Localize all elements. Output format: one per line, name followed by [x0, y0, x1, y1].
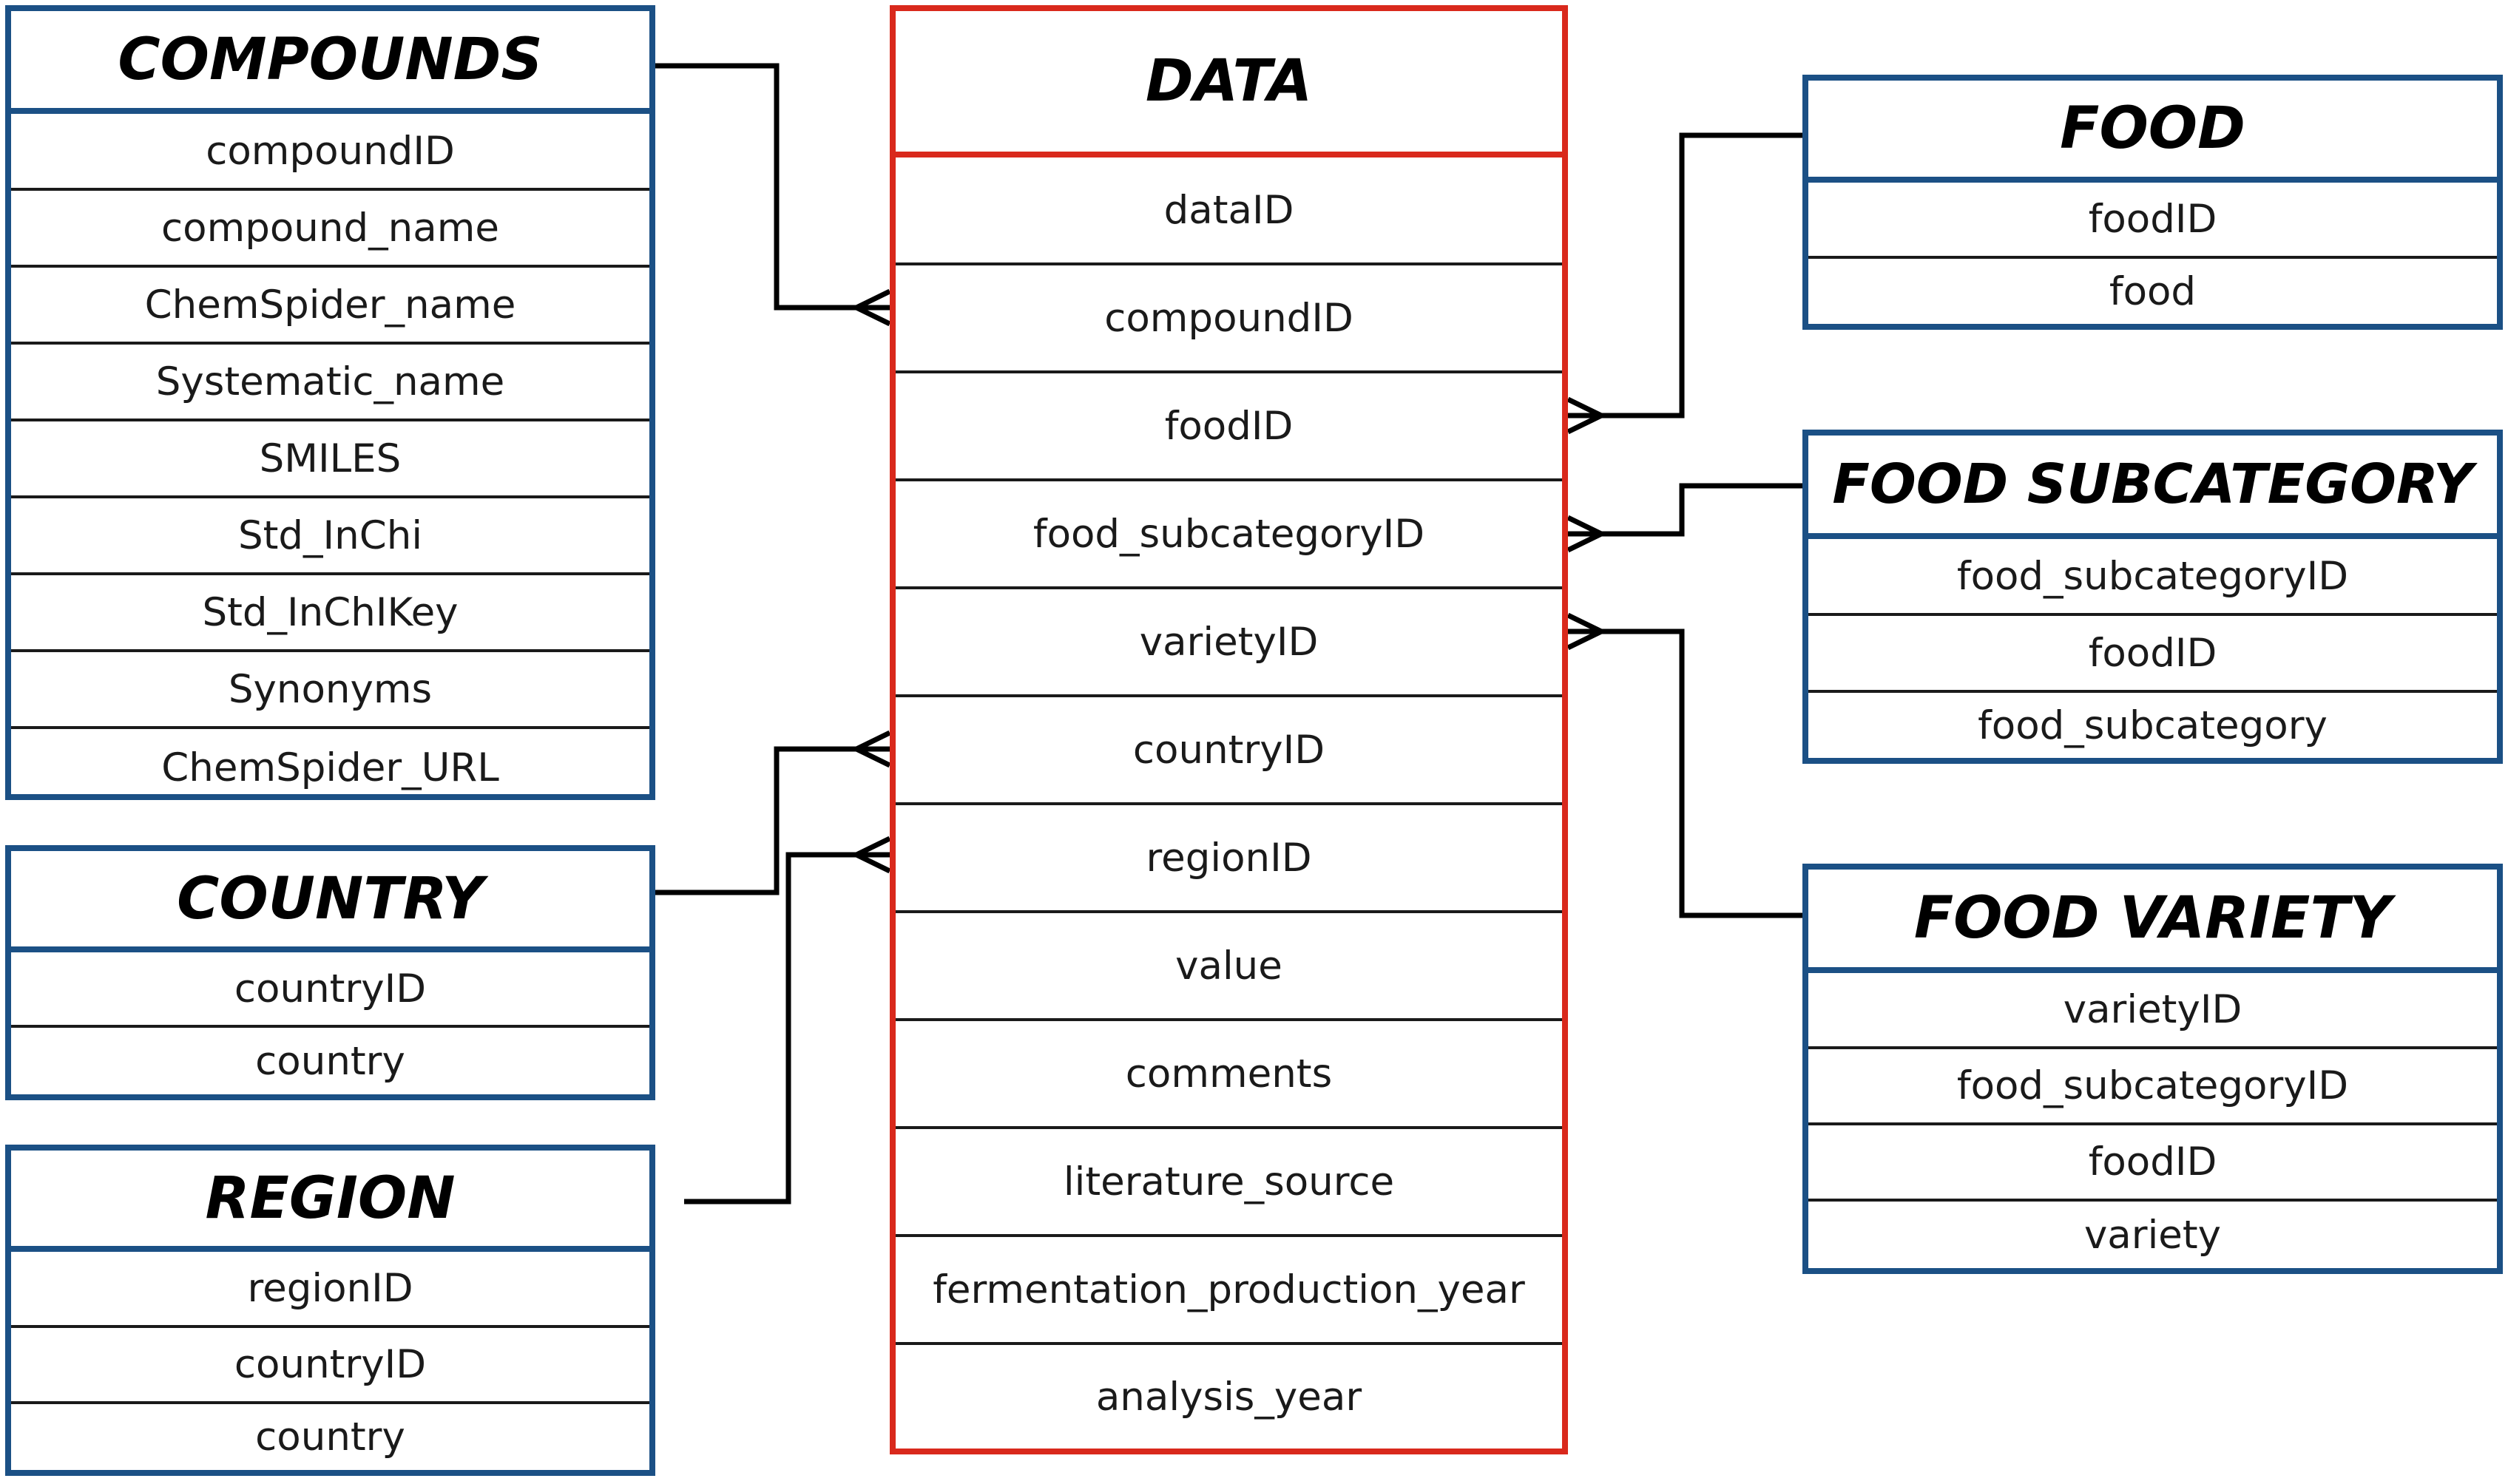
- region-field: country: [255, 1414, 405, 1460]
- data-table-fields: dataID compoundID foodID food_subcategor…: [896, 157, 1562, 1449]
- region-field: countryID: [11, 1328, 649, 1404]
- data-field: regionID: [896, 805, 1562, 913]
- food-variety-table: FOOD VARIETY varietyID food_subcategoryI…: [1802, 864, 2503, 1274]
- compounds-field: compound_name: [11, 191, 649, 268]
- compounds-table-fields: compoundID compound_name ChemSpider_name…: [11, 114, 649, 806]
- food-variety-field: varietyID: [1808, 973, 2497, 1049]
- data-field: varietyID: [896, 589, 1562, 697]
- food-table: FOOD foodID food: [1802, 75, 2503, 330]
- data-field: dataID: [896, 157, 1562, 265]
- food-subcategory-table-title: FOOD SUBCATEGORY: [1808, 436, 2497, 539]
- data-field: literature_source: [896, 1129, 1562, 1237]
- data-field: compoundID: [896, 265, 1562, 373]
- connector-country-data: [655, 730, 891, 895]
- data-field: analysis_year: [1095, 1374, 1362, 1420]
- food-table-title: FOOD: [1808, 81, 2497, 183]
- food-table-fields: foodID food: [1808, 183, 2497, 324]
- region-table: REGION regionID countryID country: [5, 1145, 655, 1476]
- compounds-table-title: COMPOUNDS: [11, 11, 649, 114]
- region-table-fields: regionID countryID country: [11, 1252, 649, 1470]
- country-table-fields: countryID country: [11, 952, 649, 1094]
- region-table-title: REGION: [11, 1151, 649, 1252]
- food-subcategory-field: foodID: [1808, 616, 2497, 693]
- compounds-table: COMPOUNDS compoundID compound_name ChemS…: [5, 5, 655, 800]
- data-field: countryID: [896, 697, 1562, 805]
- country-field: countryID: [11, 952, 649, 1028]
- country-field: country: [255, 1038, 405, 1084]
- compounds-field: Synonyms: [11, 652, 649, 729]
- compounds-field: SMILES: [11, 421, 649, 498]
- compounds-field: Std_InChIKey: [11, 575, 649, 652]
- food-subcategory-field: food_subcategory: [1978, 702, 2328, 748]
- food-variety-table-title: FOOD VARIETY: [1808, 870, 2497, 973]
- data-field: fermentation_production_year: [896, 1237, 1562, 1345]
- food-subcategory-field: food_subcategoryID: [1808, 539, 2497, 616]
- food-variety-field: foodID: [1808, 1125, 2497, 1202]
- connector-food-subcategory-data: [1566, 483, 1802, 553]
- food-variety-table-fields: varietyID food_subcategoryID foodID vari…: [1808, 973, 2497, 1268]
- food-subcategory-table: FOOD SUBCATEGORY food_subcategoryID food…: [1802, 430, 2503, 764]
- compounds-field: ChemSpider_URL: [161, 745, 499, 790]
- connector-food-data: [1566, 132, 1802, 435]
- data-field: value: [896, 913, 1562, 1021]
- compounds-field: ChemSpider_name: [11, 268, 649, 345]
- food-variety-field: food_subcategoryID: [1808, 1049, 2497, 1125]
- connector-region-data: [684, 836, 891, 1205]
- region-field: regionID: [11, 1252, 649, 1328]
- country-table: COUNTRY countryID country: [5, 845, 655, 1100]
- data-field: foodID: [896, 373, 1562, 481]
- food-subcategory-table-fields: food_subcategoryID foodID food_subcatego…: [1808, 539, 2497, 758]
- data-field: comments: [896, 1021, 1562, 1129]
- compounds-field: Systematic_name: [11, 345, 649, 421]
- food-field: foodID: [1808, 183, 2497, 259]
- compounds-field: compoundID: [11, 114, 649, 191]
- food-variety-field: variety: [2083, 1212, 2222, 1258]
- connector-compounds-data: [655, 63, 891, 327]
- data-field: food_subcategoryID: [896, 481, 1562, 589]
- data-table-title: DATA: [896, 11, 1562, 157]
- food-field: food: [2109, 268, 2197, 314]
- connector-food-variety-data: [1566, 612, 1802, 918]
- data-table: DATA dataID compoundID foodID food_subca…: [890, 5, 1568, 1454]
- country-table-title: COUNTRY: [11, 851, 649, 952]
- compounds-field: Std_InChi: [11, 498, 649, 575]
